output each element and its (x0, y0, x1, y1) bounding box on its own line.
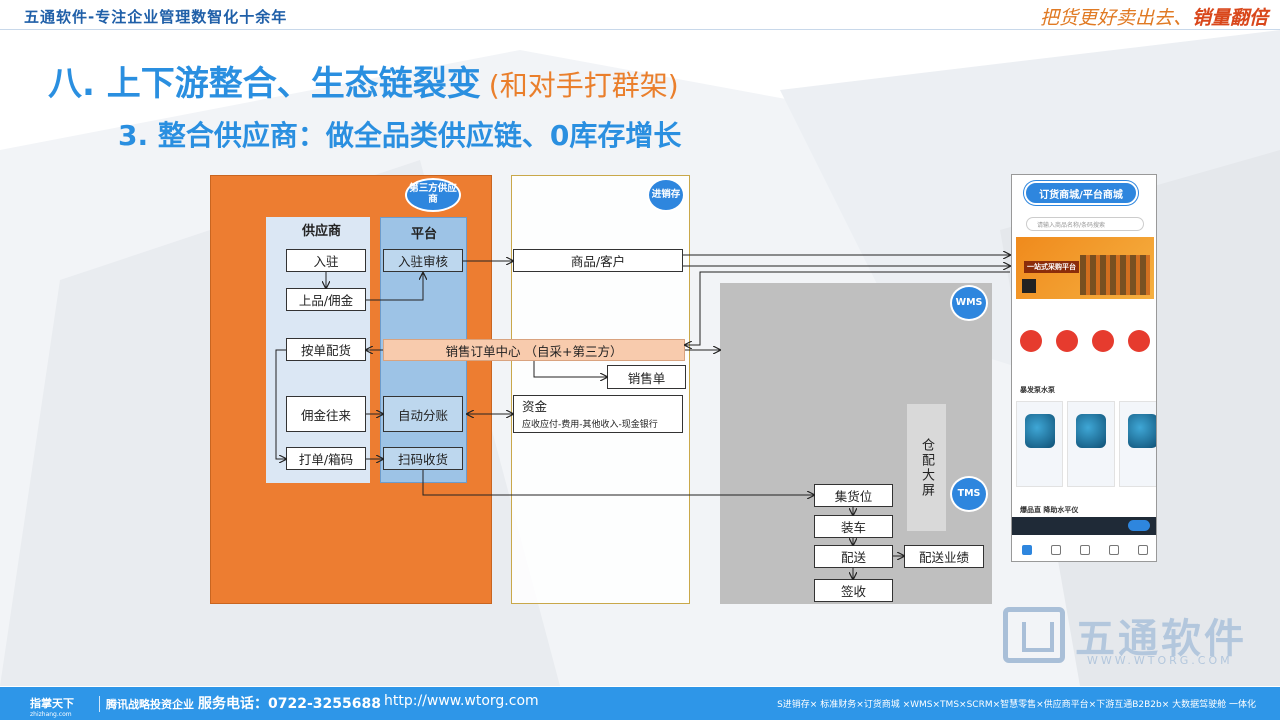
sales-order-center-box: 销售订单中心 （自采+第三方） (383, 339, 685, 361)
pump-image (1127, 414, 1156, 448)
footer-brand-name: 指掌天下 (30, 697, 74, 710)
commission-exchange-box: 佣金往来 (286, 396, 366, 432)
funds-label: 资金 (522, 399, 548, 414)
phone-section-title: 暴发泵水泵 (1020, 386, 1055, 394)
delivery-box: 配送 (814, 545, 893, 568)
tab-icon (1079, 545, 1090, 555)
slogan: 把货更好卖出去、销量翻倍 (1040, 3, 1268, 30)
footer-brand: 指掌天下 zhizhang.com (30, 695, 74, 718)
third-party-badge: 第三方供应商 (405, 178, 461, 212)
jxc-badge: 进销存 (647, 178, 685, 212)
company-name: 五通软件-专注企业管理数智化十余年 (24, 8, 288, 26)
watermark-url: WWW.WTORG.COM (1087, 654, 1233, 667)
footer-products: S进销存× 标准财务×订货商城 ×WMS×TMS×SCRM×智慧零售×供应商平台… (777, 700, 1256, 710)
print-box-code-box: 打单/箱码 (286, 447, 366, 470)
delivery-performance-box: 配送业绩 (904, 545, 984, 568)
loading-box: 装车 (814, 515, 893, 538)
title-suffix: (和对手打群架) (488, 69, 679, 102)
watermark: 五通软件 WWW.WTORG.COM (1003, 606, 1247, 667)
watermark-name: 五通软件 (1075, 616, 1247, 662)
category-icon (1056, 330, 1078, 352)
scan-receive-box: 扫码收货 (383, 447, 463, 470)
goods-customer-box: 商品/客户 (513, 249, 683, 272)
footer-url-link[interactable]: http://www.wtorg.com (384, 693, 539, 709)
profile-tab-icon (1138, 545, 1149, 555)
slogan-main: 把货更好卖出去、 (1039, 7, 1192, 29)
mall-phone-mockup: 订货商城/平台商城 请输入商品名称/条码搜索 一站式采购平台 暴发泵水泵 爆品直… (1011, 174, 1157, 562)
footer-tagline: 腾讯战略投资企业 (106, 698, 194, 711)
watermark-logo-icon (1003, 607, 1065, 663)
pump-image (1025, 414, 1055, 448)
phone-product-cards (1016, 401, 1156, 491)
category-icon (1128, 330, 1150, 352)
warehouse-big-screen: 仓配大屏 (907, 404, 946, 531)
jxc-panel (511, 175, 690, 604)
product-card (1067, 401, 1115, 487)
phone-tab-bar (1012, 537, 1156, 561)
join-review-box: 入驻审核 (383, 249, 463, 272)
tab-icon (1050, 545, 1061, 555)
sales-order-box: 销售单 (607, 365, 686, 389)
footer-brand-sub: zhizhang.com (30, 711, 72, 718)
page-title: 八. 上下游整合、生态链裂变(和对手打群架) (48, 56, 679, 105)
home-tab-icon (1021, 545, 1032, 555)
category-icon (1092, 330, 1114, 352)
banner-text: 一站式采购平台 (1024, 261, 1079, 273)
phone-category-icons (1020, 330, 1150, 370)
category-icon (1020, 330, 1042, 352)
slogan-emphasis: 销量翻倍 (1191, 7, 1268, 29)
pump-image (1076, 414, 1107, 448)
listing-commission-box: 上品/佣金 (286, 288, 366, 311)
funds-detail: 应收应付-费用-其他收入-现金银行 (522, 420, 658, 430)
page-subtitle: 3. 整合供应商：做全品类供应链、0库存增长 (118, 119, 682, 152)
footer-separator (99, 696, 100, 712)
mall-header: 订货商城/平台商城 (1024, 181, 1138, 205)
phone-dark-bar (1012, 517, 1156, 535)
phone-search-placeholder: 请输入商品名称/条码搜索 (1037, 221, 1106, 229)
top-divider (0, 29, 1280, 30)
platform-column-label: 平台 (411, 227, 438, 242)
top-bar: 五通软件-专注企业管理数智化十余年 把货更好卖出去、销量翻倍 (0, 0, 1280, 30)
footer-bar: 指掌天下 zhizhang.com 腾讯战略投资企业 服务电话：0722-325… (0, 687, 1280, 720)
funds-box: 资金 应收应付-费用-其他收入-现金银行 (513, 395, 683, 433)
wms-badge: WMS (950, 285, 988, 321)
title-main: 八. 上下游整合、生态链裂变 (48, 64, 481, 104)
product-card (1118, 401, 1156, 487)
cart-tab-icon (1109, 545, 1120, 555)
tms-badge: TMS (950, 476, 988, 512)
phone-search-bar: 请输入商品名称/条码搜索 (1026, 217, 1144, 231)
product-card (1016, 401, 1064, 487)
collect-position-box: 集货位 (814, 484, 893, 507)
footer-phone: 服务电话：0722-3255688 (198, 696, 381, 712)
qr-code-icon (1022, 279, 1036, 293)
phone-promo-text: 爆品直 降助水平仪 (1020, 506, 1079, 514)
sign-box: 签收 (814, 579, 893, 602)
join-box: 入驻 (286, 249, 366, 272)
auto-split-box: 自动分账 (383, 396, 463, 432)
phone-action-button (1128, 520, 1150, 531)
supplier-column-label: 供应商 (302, 224, 342, 239)
ship-by-order-box: 按单配货 (286, 338, 366, 361)
phone-banner: 一站式采购平台 (1016, 237, 1154, 299)
goods-image (1080, 255, 1150, 295)
